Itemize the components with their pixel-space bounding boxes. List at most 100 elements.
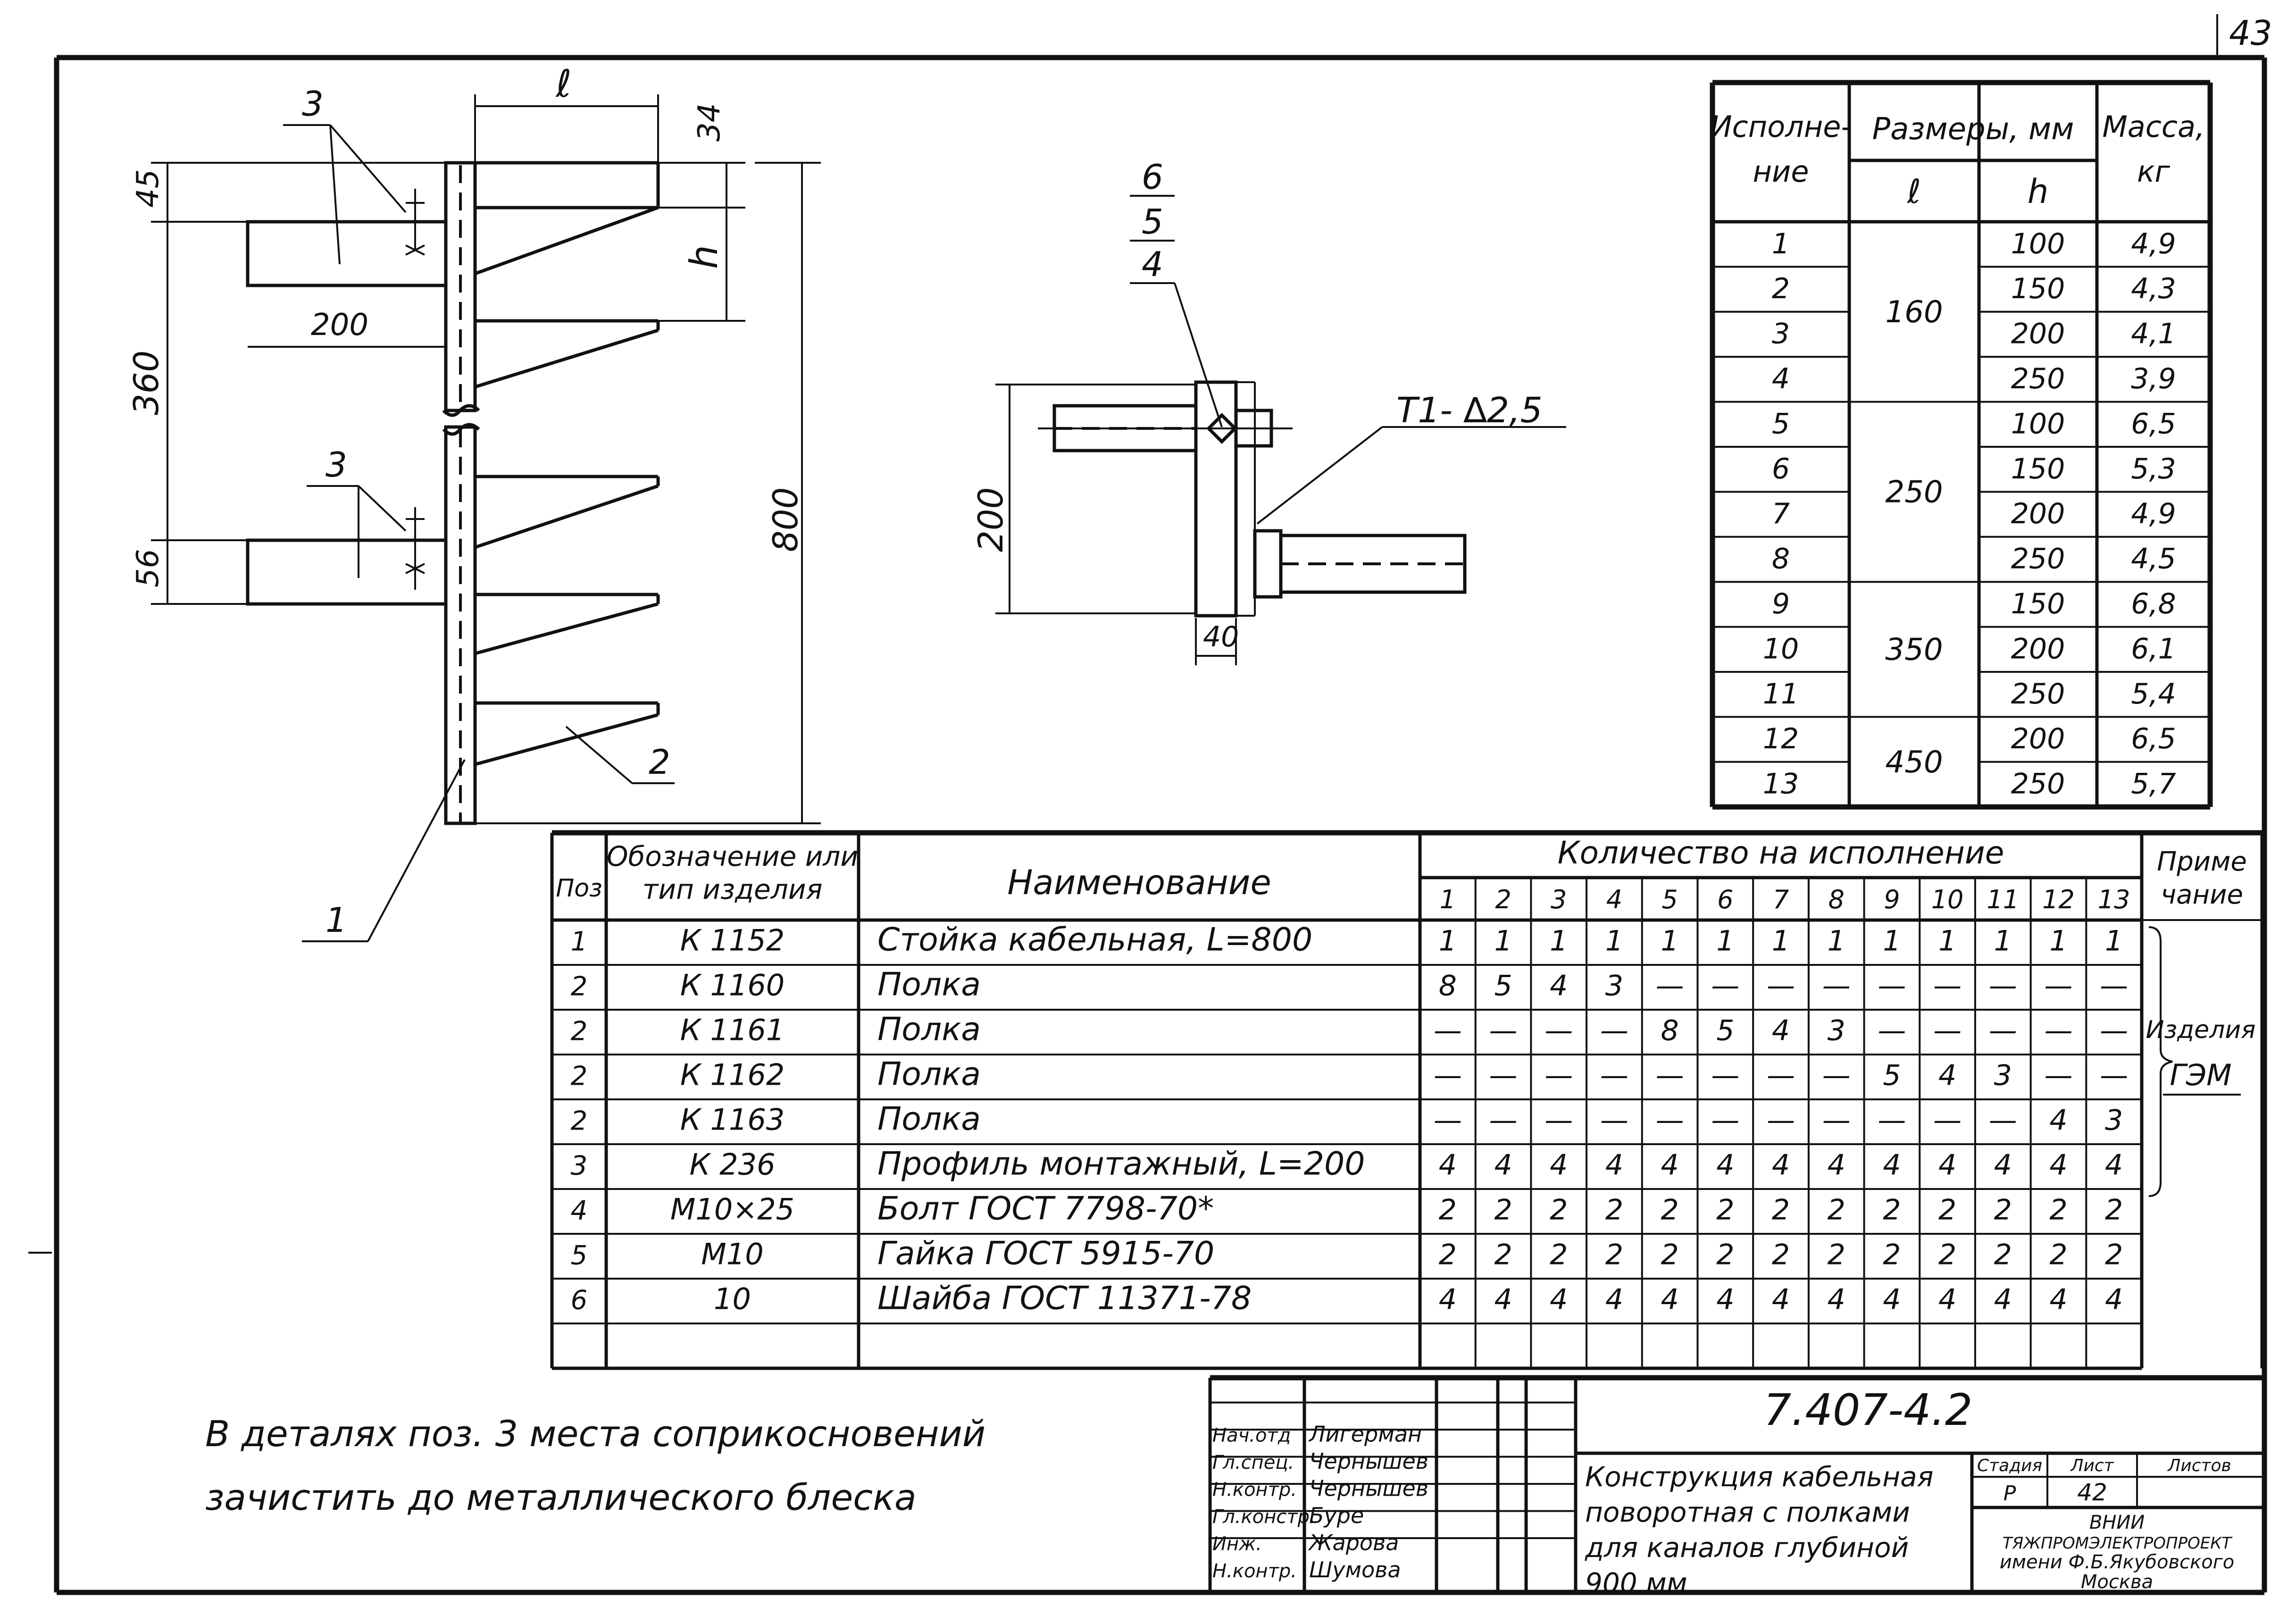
- spec-qty: —: [1545, 1059, 1573, 1092]
- spec-qty: 2: [1994, 1194, 2012, 1227]
- spec-qty: 1: [1716, 925, 1734, 958]
- title-role: Гл.спец.: [1212, 1452, 1294, 1474]
- organization: ВНИИ: [2089, 1512, 2145, 1533]
- spec-qty: 2: [1605, 1194, 1623, 1227]
- shelf-lower: [474, 475, 660, 766]
- spec-qty: 4: [1772, 1149, 1790, 1182]
- spec-qty: 2: [1494, 1194, 1512, 1227]
- qty-column-number: 10: [1931, 885, 1964, 914]
- stage-value: Р: [2004, 1482, 2016, 1506]
- qty-column-number: 11: [1987, 885, 2019, 914]
- title-role: Нач.отд: [1212, 1424, 1291, 1446]
- spec-qty: —: [1767, 1104, 1795, 1137]
- variant-number: 5: [1772, 407, 1790, 440]
- spec-qty: —: [1989, 970, 2017, 1003]
- size-h-value: 200: [2011, 318, 2065, 351]
- spec-qty: 3: [1828, 1014, 1845, 1047]
- qty-column-number: 3: [1551, 885, 1567, 914]
- qty-column-number: 13: [2098, 885, 2130, 914]
- spec-qty: 2: [1772, 1194, 1790, 1227]
- spec-qty: 2: [1938, 1239, 1956, 1272]
- spec-qty: —: [1711, 1104, 1739, 1137]
- spec-qty: —: [2044, 1059, 2072, 1092]
- variant-number: 6: [1772, 452, 1790, 486]
- spec-qty: 4: [1716, 1283, 1734, 1316]
- variant-number: 13: [1763, 768, 1799, 801]
- size-l-value: 160: [1885, 295, 1943, 330]
- dim-200-main: 200: [311, 308, 368, 343]
- dim-l-label: ℓ: [555, 62, 571, 106]
- spec-qty: —: [1656, 1104, 1684, 1137]
- spec-qty: 2: [2105, 1194, 2123, 1227]
- header-l: ℓ: [1907, 172, 1921, 211]
- mass-value: 4,9: [2131, 497, 2176, 530]
- qty-column-number: 2: [1495, 885, 1511, 914]
- pos-3-upper: 3: [302, 84, 324, 124]
- header-note: Приме: [2157, 846, 2247, 877]
- spec-qty: 2: [1661, 1239, 1679, 1272]
- spec-qty: 2: [1494, 1239, 1512, 1272]
- spec-name: Стойка кабельная, L=800: [877, 921, 1312, 959]
- spec-pos: 2: [571, 1106, 588, 1137]
- title-name: Чернышев: [1309, 1449, 1428, 1474]
- spec-qty: 4: [1494, 1149, 1512, 1182]
- spec-name: Шайба ГОСТ 11371-78: [877, 1280, 1252, 1317]
- spec-qty: 4: [1605, 1283, 1623, 1316]
- spec-qty: —: [1711, 1059, 1739, 1092]
- spec-pos: 2: [571, 971, 588, 1002]
- spec-qty: —: [1489, 1014, 1518, 1047]
- title-text: 900 мм: [1585, 1567, 1687, 1599]
- spec-pos: 5: [571, 1240, 588, 1271]
- spec-designation: М10: [701, 1237, 763, 1272]
- variant-number: 4: [1772, 362, 1790, 395]
- spec-pos: 1: [571, 927, 588, 957]
- mass-value: 5,4: [2131, 678, 2176, 711]
- spec-qty: 2: [1828, 1239, 1845, 1272]
- spec-pos: 4: [571, 1196, 588, 1226]
- spec-designation: К 1162: [680, 1058, 785, 1092]
- spec-qty: —: [1989, 1104, 2017, 1137]
- spec-qty: —: [1434, 1059, 1462, 1092]
- spec-qty: 1: [2105, 925, 2123, 958]
- spec-qty: —: [1767, 1059, 1795, 1092]
- dim-56: 56: [131, 549, 166, 587]
- variant-number: 9: [1772, 587, 1790, 620]
- spec-qty: 1: [1661, 925, 1679, 958]
- mass-value: 6,5: [2131, 407, 2176, 440]
- sheet-value: 42: [2077, 1479, 2107, 1506]
- spec-qty: —: [1434, 1014, 1462, 1047]
- spec-qty: 4: [1661, 1283, 1679, 1316]
- spec-qty: 2: [1772, 1239, 1790, 1272]
- spec-qty: 4: [1772, 1283, 1790, 1316]
- size-h-value: 250: [2011, 678, 2065, 711]
- header-designation: тип изделия: [643, 873, 823, 905]
- dim-45: 45: [131, 169, 166, 208]
- spec-qty: 4: [1883, 1149, 1901, 1182]
- note-text: ГЭМ: [2170, 1058, 2231, 1092]
- spec-qty: 2: [2049, 1239, 2067, 1272]
- spec-qty: —: [1878, 970, 1906, 1003]
- header-variant: Исполне-: [1710, 109, 1852, 144]
- spec-qty: 4: [2105, 1283, 2123, 1316]
- organization: ТЯЖПРОМЭЛЕКТРОПРОЕКТ: [2003, 1534, 2233, 1553]
- size-h-value: 250: [2011, 543, 2065, 576]
- spec-qty: 4: [1828, 1149, 1845, 1182]
- detail-dim-200: 200: [971, 487, 1010, 552]
- detail-view: 200 40 6 5 4 T1- ∆2,5: [971, 157, 1566, 665]
- pos-2: 2: [649, 742, 670, 782]
- spec-qty: 2: [1716, 1239, 1734, 1272]
- spec-qty: —: [1656, 970, 1684, 1003]
- spec-qty: 2: [1716, 1194, 1734, 1227]
- spec-qty: —: [1656, 1059, 1684, 1092]
- spec-name: Полка: [877, 966, 981, 1004]
- mass-value: 4,1: [2131, 318, 2176, 351]
- spec-qty: —: [1878, 1104, 1906, 1137]
- spec-qty: 8: [1439, 970, 1457, 1003]
- variant-number: 10: [1763, 632, 1799, 665]
- spec-qty: 1: [1605, 925, 1623, 958]
- qty-column-number: 8: [1828, 885, 1845, 914]
- spec-qty: —: [1878, 1014, 1906, 1047]
- weld-callout: T1- ∆2,5: [1396, 390, 1543, 431]
- spec-qty: 4: [2049, 1149, 2067, 1182]
